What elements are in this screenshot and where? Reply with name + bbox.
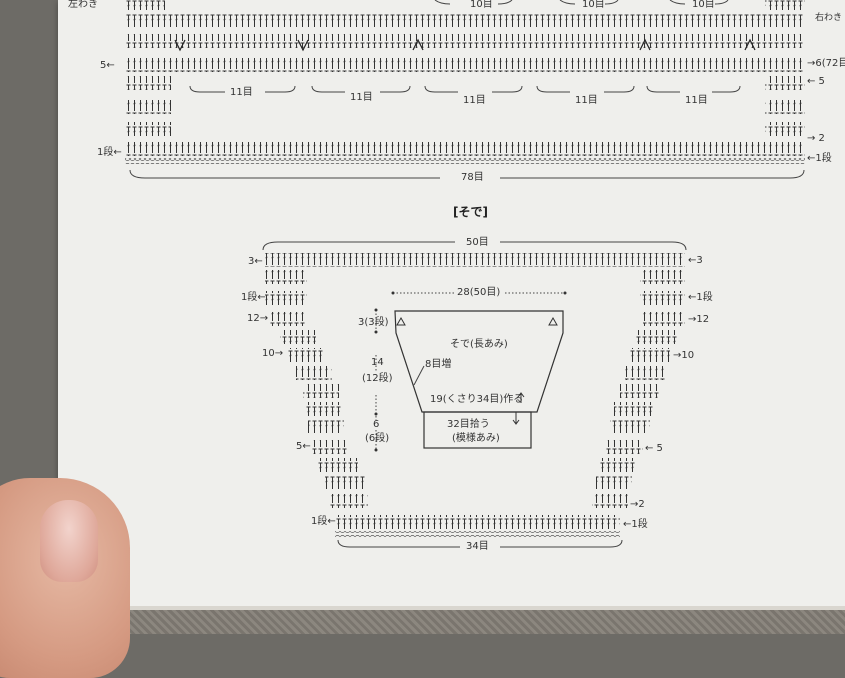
stitch-count-1: 11目: [230, 87, 253, 98]
sleeve-right-row-10: →10: [673, 350, 695, 361]
sleeve-right-row-3: ←3: [688, 255, 703, 266]
schematic-pickup-label: 32目拾う: [447, 419, 490, 430]
sleeve-right-row-12: →12: [688, 314, 710, 325]
schematic-body-label: そで(長あみ): [450, 339, 508, 350]
schematic-pattern-label: (模様あみ): [452, 433, 500, 444]
left-side-label: 左わき: [68, 0, 98, 10]
top-count-3: 10目: [692, 0, 715, 10]
sleeve-bottom-count: 34目: [466, 541, 489, 552]
row-label-2-right: → 2: [807, 133, 825, 144]
row-label-5-left: 5←: [100, 60, 115, 71]
schematic-top-rows: 3(3段): [358, 317, 389, 328]
row-label-1-left: 1段←: [97, 147, 122, 158]
row-label-6-right: →6(72目): [807, 58, 845, 69]
sleeve-schematic: [374, 291, 567, 452]
schematic-width-label: 28(50目): [457, 287, 501, 298]
pattern-page: [58, 0, 845, 608]
sleeve-right-row-2: →2: [630, 499, 645, 510]
stitch-count-2: 11目: [350, 92, 373, 103]
row-label-1-right: ←1段: [807, 153, 832, 164]
stitch-count-5: 11目: [685, 95, 708, 106]
fabric-background: [0, 610, 845, 634]
right-side-label: 右わき: [815, 13, 843, 23]
row-label-5-right: ← 5: [807, 76, 825, 87]
stitch-count-3: 11目: [463, 95, 486, 106]
sleeve-right-row-1: ←1段: [623, 519, 648, 530]
sleeve-stitch-chart: [262, 241, 687, 548]
sleeve-left-row-5: 5←: [296, 441, 311, 452]
sleeve-title: [そで]: [453, 205, 488, 219]
sleeve-left-row-3: 3←: [248, 256, 263, 267]
schematic-middle-rows-b: (12段): [362, 373, 393, 384]
stitch-count-4: 11目: [575, 95, 598, 106]
thumbnail: [40, 500, 98, 582]
sleeve-left-row-10: 10→: [262, 348, 284, 359]
sleeve-left-row-1: 1段←: [311, 516, 336, 527]
top-count-2: 10目: [582, 0, 605, 10]
top-count-1: 10目: [470, 0, 493, 10]
body-stitch-chart: [125, 0, 805, 179]
schematic-chain-label: 19(くさり34目)作る: [430, 394, 524, 405]
sleeve-top-count: 50目: [466, 237, 489, 248]
schematic-increase-label: 8目増: [425, 359, 452, 370]
crochet-diagram: [125, 0, 805, 548]
schematic-middle-rows-a: 14: [371, 357, 384, 368]
sleeve-left-row-1b: 1段←: [241, 292, 266, 303]
sleeve-right-row-5: ← 5: [645, 443, 663, 454]
schematic-bottom-rows-b: (6段): [365, 433, 390, 444]
sleeve-right-row-1b: ←1段: [688, 292, 713, 303]
schematic-bottom-rows-a: 6: [373, 419, 380, 430]
sleeve-left-row-12: 12→: [247, 313, 269, 324]
body-bottom-count: 78目: [461, 172, 484, 183]
